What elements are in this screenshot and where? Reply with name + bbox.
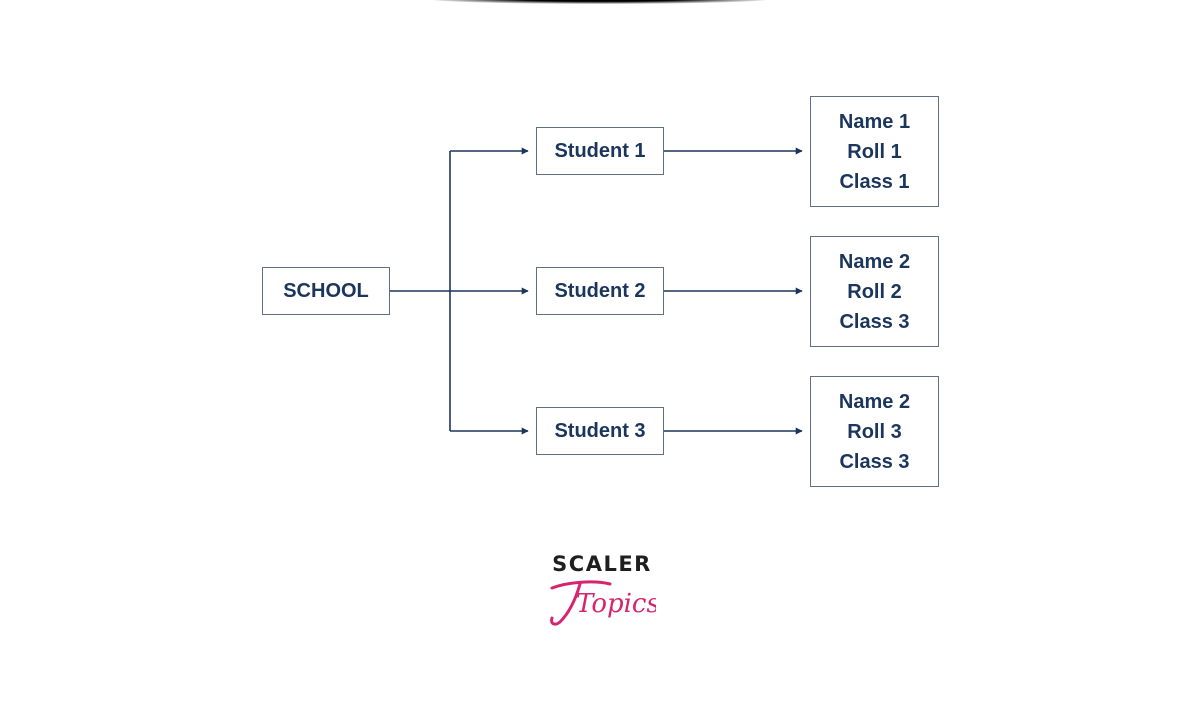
student-node-1: Student 1 (536, 127, 664, 175)
detail-name: Name 1 (838, 110, 911, 133)
detail-name: Name 2 (838, 250, 911, 273)
detail-class: Class 3 (839, 450, 910, 473)
student-node-3: Student 3 (536, 407, 664, 455)
detail-class: Class 1 (839, 170, 910, 193)
detail-roll: Roll 3 (847, 420, 902, 443)
student-node-2: Student 2 (536, 267, 664, 315)
school-label: SCHOOL (283, 279, 369, 302)
detail-roll: Roll 2 (847, 280, 902, 303)
student-label: Student 2 (554, 279, 646, 302)
details-node-1: Name 1 Roll 1 Class 1 (810, 96, 939, 207)
logo-wordmark: SCALER (552, 552, 652, 576)
detail-class: Class 3 (839, 310, 910, 333)
scaler-topics-logo: SCALER Topics (546, 552, 656, 642)
detail-name: Name 2 (838, 390, 911, 413)
logo-script-icon: Topics (550, 580, 656, 626)
top-shadow (430, 0, 770, 4)
logo-script-text: Topics (576, 589, 656, 619)
school-node: SCHOOL (262, 267, 390, 315)
student-label: Student 3 (554, 419, 646, 442)
detail-roll: Roll 1 (847, 140, 902, 163)
details-node-3: Name 2 Roll 3 Class 3 (810, 376, 939, 487)
details-node-2: Name 2 Roll 2 Class 3 (810, 236, 939, 347)
student-label: Student 1 (554, 139, 646, 162)
